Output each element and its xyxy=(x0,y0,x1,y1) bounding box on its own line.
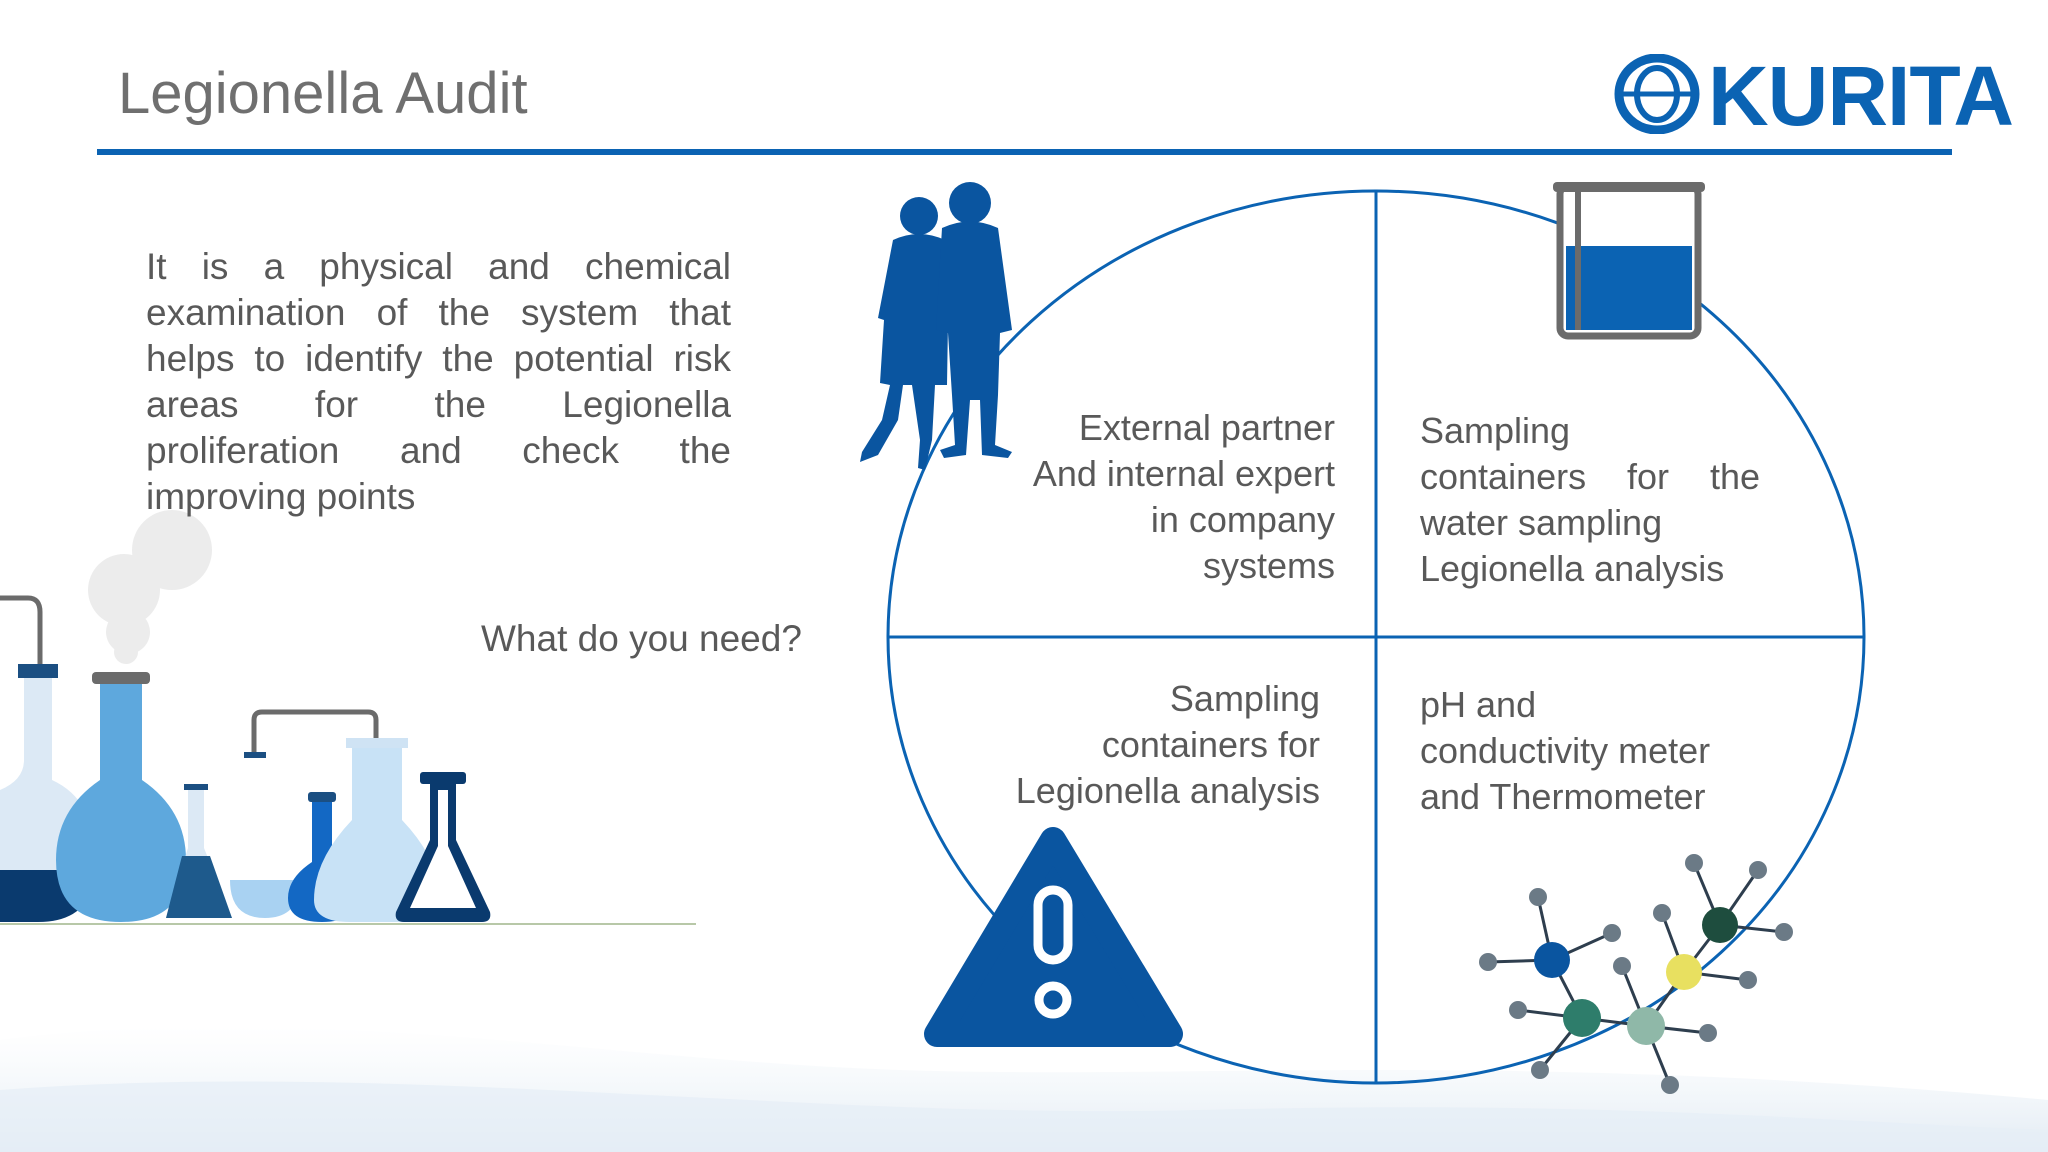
need-line: External partner xyxy=(1078,407,1335,448)
logo-mark-icon xyxy=(1614,54,1700,134)
need-line: containers for xyxy=(1101,724,1320,765)
lab-glassware-illustration xyxy=(0,510,696,925)
audit-description: It is a physical and chemical examinatio… xyxy=(146,246,731,517)
need-line: and Thermometer xyxy=(1420,776,1706,817)
need-line: Sampling xyxy=(1420,410,1571,451)
need-water-sampling-containers: Sampling containers for the water sampli… xyxy=(1420,408,1760,592)
need-line: Legionella analysis xyxy=(1420,548,1725,589)
title-divider xyxy=(97,149,1952,155)
kurita-logo: KURITA xyxy=(1612,49,2014,143)
need-line: Legionella analysis xyxy=(1015,770,1320,811)
beaker-icon xyxy=(1553,182,1705,340)
logo-text: KURITA xyxy=(1708,49,2014,143)
need-line: in company xyxy=(1150,499,1335,540)
need-meters: pH and conductivity meter and Thermomete… xyxy=(1420,682,1800,820)
need-line: And internal expert xyxy=(1032,453,1335,494)
page-title: Legionella Audit xyxy=(118,61,528,126)
molecule-icon xyxy=(1479,854,1793,1094)
needs-question: What do you need? xyxy=(481,618,802,659)
warning-triangle-icon xyxy=(924,827,1183,1047)
needs-circle xyxy=(886,189,1866,1085)
need-line: containers for the xyxy=(1420,456,1760,497)
need-external-expert: External partner And internal expert in … xyxy=(940,405,1335,589)
need-line: systems xyxy=(1202,545,1335,586)
people-silhouette-icon xyxy=(860,182,1012,470)
need-legionella-containers: Sampling containers for Legionella analy… xyxy=(920,676,1320,814)
need-line: water sampling xyxy=(1420,502,1663,543)
need-line: conductivity meter xyxy=(1420,730,1711,771)
need-line: Sampling xyxy=(1169,678,1320,719)
need-line: pH and xyxy=(1420,684,1537,725)
